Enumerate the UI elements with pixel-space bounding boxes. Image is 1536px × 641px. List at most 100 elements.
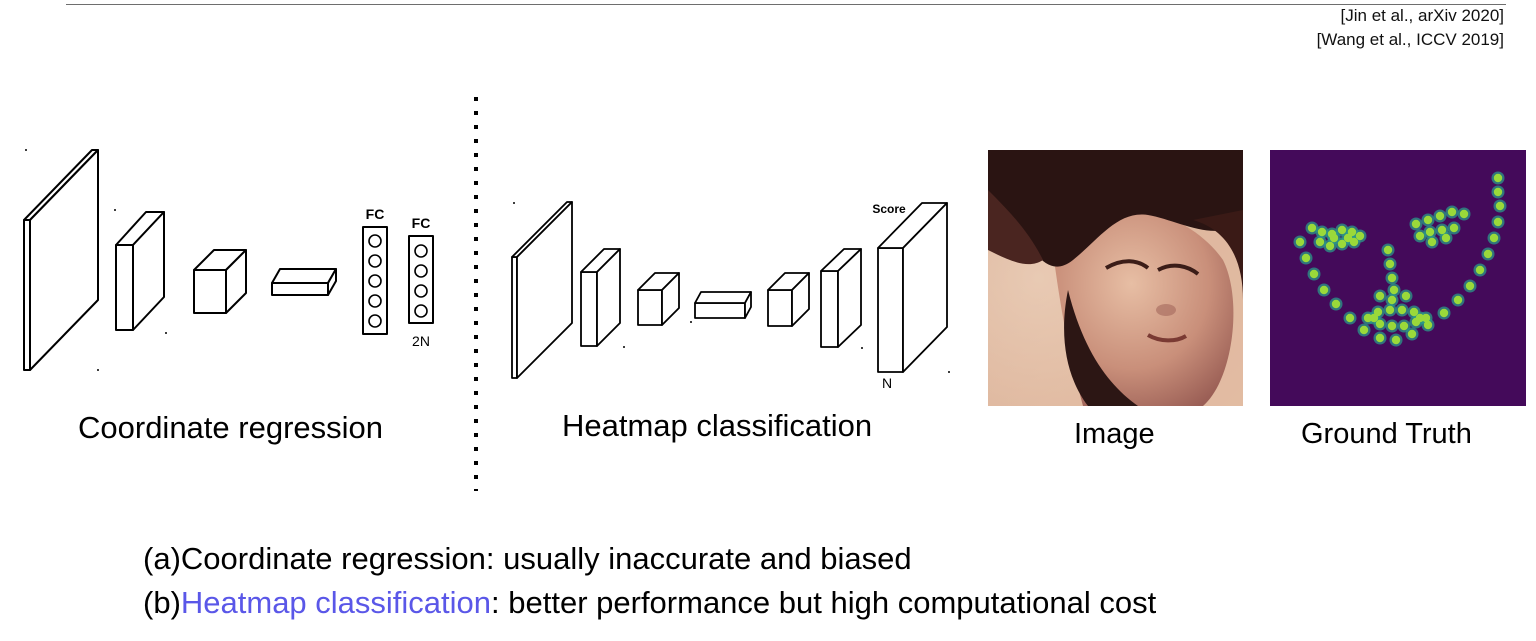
landmark-point <box>1391 335 1401 345</box>
landmark-point <box>1319 285 1329 295</box>
landmark-point <box>1343 233 1353 243</box>
landmark-point <box>1359 325 1369 335</box>
landmark-point <box>1337 225 1347 235</box>
top-divider-line <box>66 4 1506 5</box>
landmark-point <box>1407 329 1417 339</box>
landmark-point <box>1375 291 1385 301</box>
landmark-point <box>1355 231 1365 241</box>
landmark-point <box>1337 239 1347 249</box>
landmark-point <box>1369 313 1379 323</box>
landmark-point <box>1301 253 1311 263</box>
fc-label-1: FC <box>366 206 385 222</box>
landmark-point <box>1465 281 1475 291</box>
landmark-point <box>1441 233 1451 243</box>
landmark-point <box>1493 217 1503 227</box>
landmark-point <box>1375 319 1385 329</box>
note-b-marker: (b) <box>143 585 181 620</box>
decoder-block-2 <box>820 248 862 348</box>
landmark-point <box>1495 201 1505 211</box>
conv-block-1 <box>115 211 165 331</box>
landmark-point <box>1385 259 1395 269</box>
landmark-point <box>1453 295 1463 305</box>
coordinate-regression-caption: Coordinate regression <box>78 410 384 445</box>
face-photo <box>988 150 1243 406</box>
bottleneck-block <box>694 291 752 319</box>
landmark-point <box>1437 225 1447 235</box>
landmark-point <box>1401 291 1411 301</box>
landmark-point <box>1423 320 1433 330</box>
ground-truth-caption: Ground Truth <box>1301 418 1472 450</box>
heatmap-classification-caption: Heatmap classification <box>562 408 873 443</box>
dotted-separator <box>474 97 478 491</box>
landmark-point <box>1387 295 1397 305</box>
note-a: (a)Coordinate regression: usually inaccu… <box>143 541 912 577</box>
landmark-point <box>1325 241 1335 251</box>
landmark-point <box>1309 269 1319 279</box>
input-layer-slab <box>511 201 573 379</box>
citation-jin: [Jin et al., arXiv 2020] <box>1340 6 1504 25</box>
landmark-point <box>1449 223 1459 233</box>
note-a-marker: (a) <box>143 541 181 576</box>
landmark-point <box>1363 313 1373 323</box>
citation-wang: [Wang et al., ICCV 2019] <box>1316 30 1504 49</box>
face-photo-illustration <box>988 150 1243 406</box>
stray-dots <box>513 202 950 373</box>
landmark-point <box>1373 307 1383 317</box>
landmark-point <box>1383 245 1393 255</box>
fc-layer-2 <box>408 235 434 324</box>
fc-label-2: FC <box>412 215 431 231</box>
landmark-point <box>1307 223 1317 233</box>
encoder-block-1 <box>580 248 621 347</box>
landmark-point <box>1399 321 1409 331</box>
fc-layer-1 <box>362 226 388 335</box>
score-output-block <box>877 202 948 373</box>
landmark-point <box>1435 211 1445 221</box>
fc-neurons <box>368 234 428 328</box>
landmark-point <box>1409 307 1419 317</box>
landmark-point <box>1447 207 1457 217</box>
landmark-point <box>1427 237 1437 247</box>
landmark-point <box>1347 227 1357 237</box>
note-b-text: : better performance but high computatio… <box>491 585 1157 620</box>
stray-dots <box>25 149 167 371</box>
note-a-text: Coordinate regression: usually inaccurat… <box>180 541 912 576</box>
landmark-point <box>1423 215 1433 225</box>
landmark-point <box>1331 299 1341 309</box>
decoder-block-1 <box>767 272 810 327</box>
landmark-point <box>1387 273 1397 283</box>
landmark-point <box>1489 233 1499 243</box>
heatmap-classification-diagram: Score N <box>511 201 950 391</box>
landmark-point <box>1295 237 1305 247</box>
note-b: (b)Heatmap classification: better perfor… <box>143 585 1156 621</box>
landmark-point <box>1385 305 1395 315</box>
landmark-point <box>1389 285 1399 295</box>
output-size-label: N <box>882 375 892 391</box>
landmark-point <box>1421 313 1431 323</box>
landmark-point <box>1345 313 1355 323</box>
landmark-point <box>1317 227 1327 237</box>
landmark-point <box>1349 237 1359 247</box>
landmark-point <box>1397 305 1407 315</box>
note-b-highlight: Heatmap classification <box>180 585 492 620</box>
landmark-point <box>1411 219 1421 229</box>
ground-truth-heatmap <box>1270 150 1526 406</box>
landmark-point <box>1475 265 1485 275</box>
landmark-point <box>1425 227 1435 237</box>
input-layer-slab <box>23 149 99 371</box>
conv-block-2 <box>193 249 247 314</box>
conv-block-3 <box>271 268 337 296</box>
landmark-point <box>1415 313 1425 323</box>
landmark-point <box>1315 237 1325 247</box>
landmark-point <box>1493 173 1503 183</box>
landmark-point <box>1493 187 1503 197</box>
landmark-point <box>1459 209 1469 219</box>
landmark-point <box>1375 333 1385 343</box>
landmark-point <box>1387 321 1397 331</box>
image-caption: Image <box>1074 418 1155 450</box>
landmark-point <box>1329 233 1339 243</box>
landmark-heatmap-points <box>1293 171 1507 347</box>
coordinate-regression-diagram: FC FC 2N <box>23 149 434 371</box>
landmark-point <box>1439 308 1449 318</box>
landmark-point <box>1415 231 1425 241</box>
output-size-label: 2N <box>412 333 430 349</box>
